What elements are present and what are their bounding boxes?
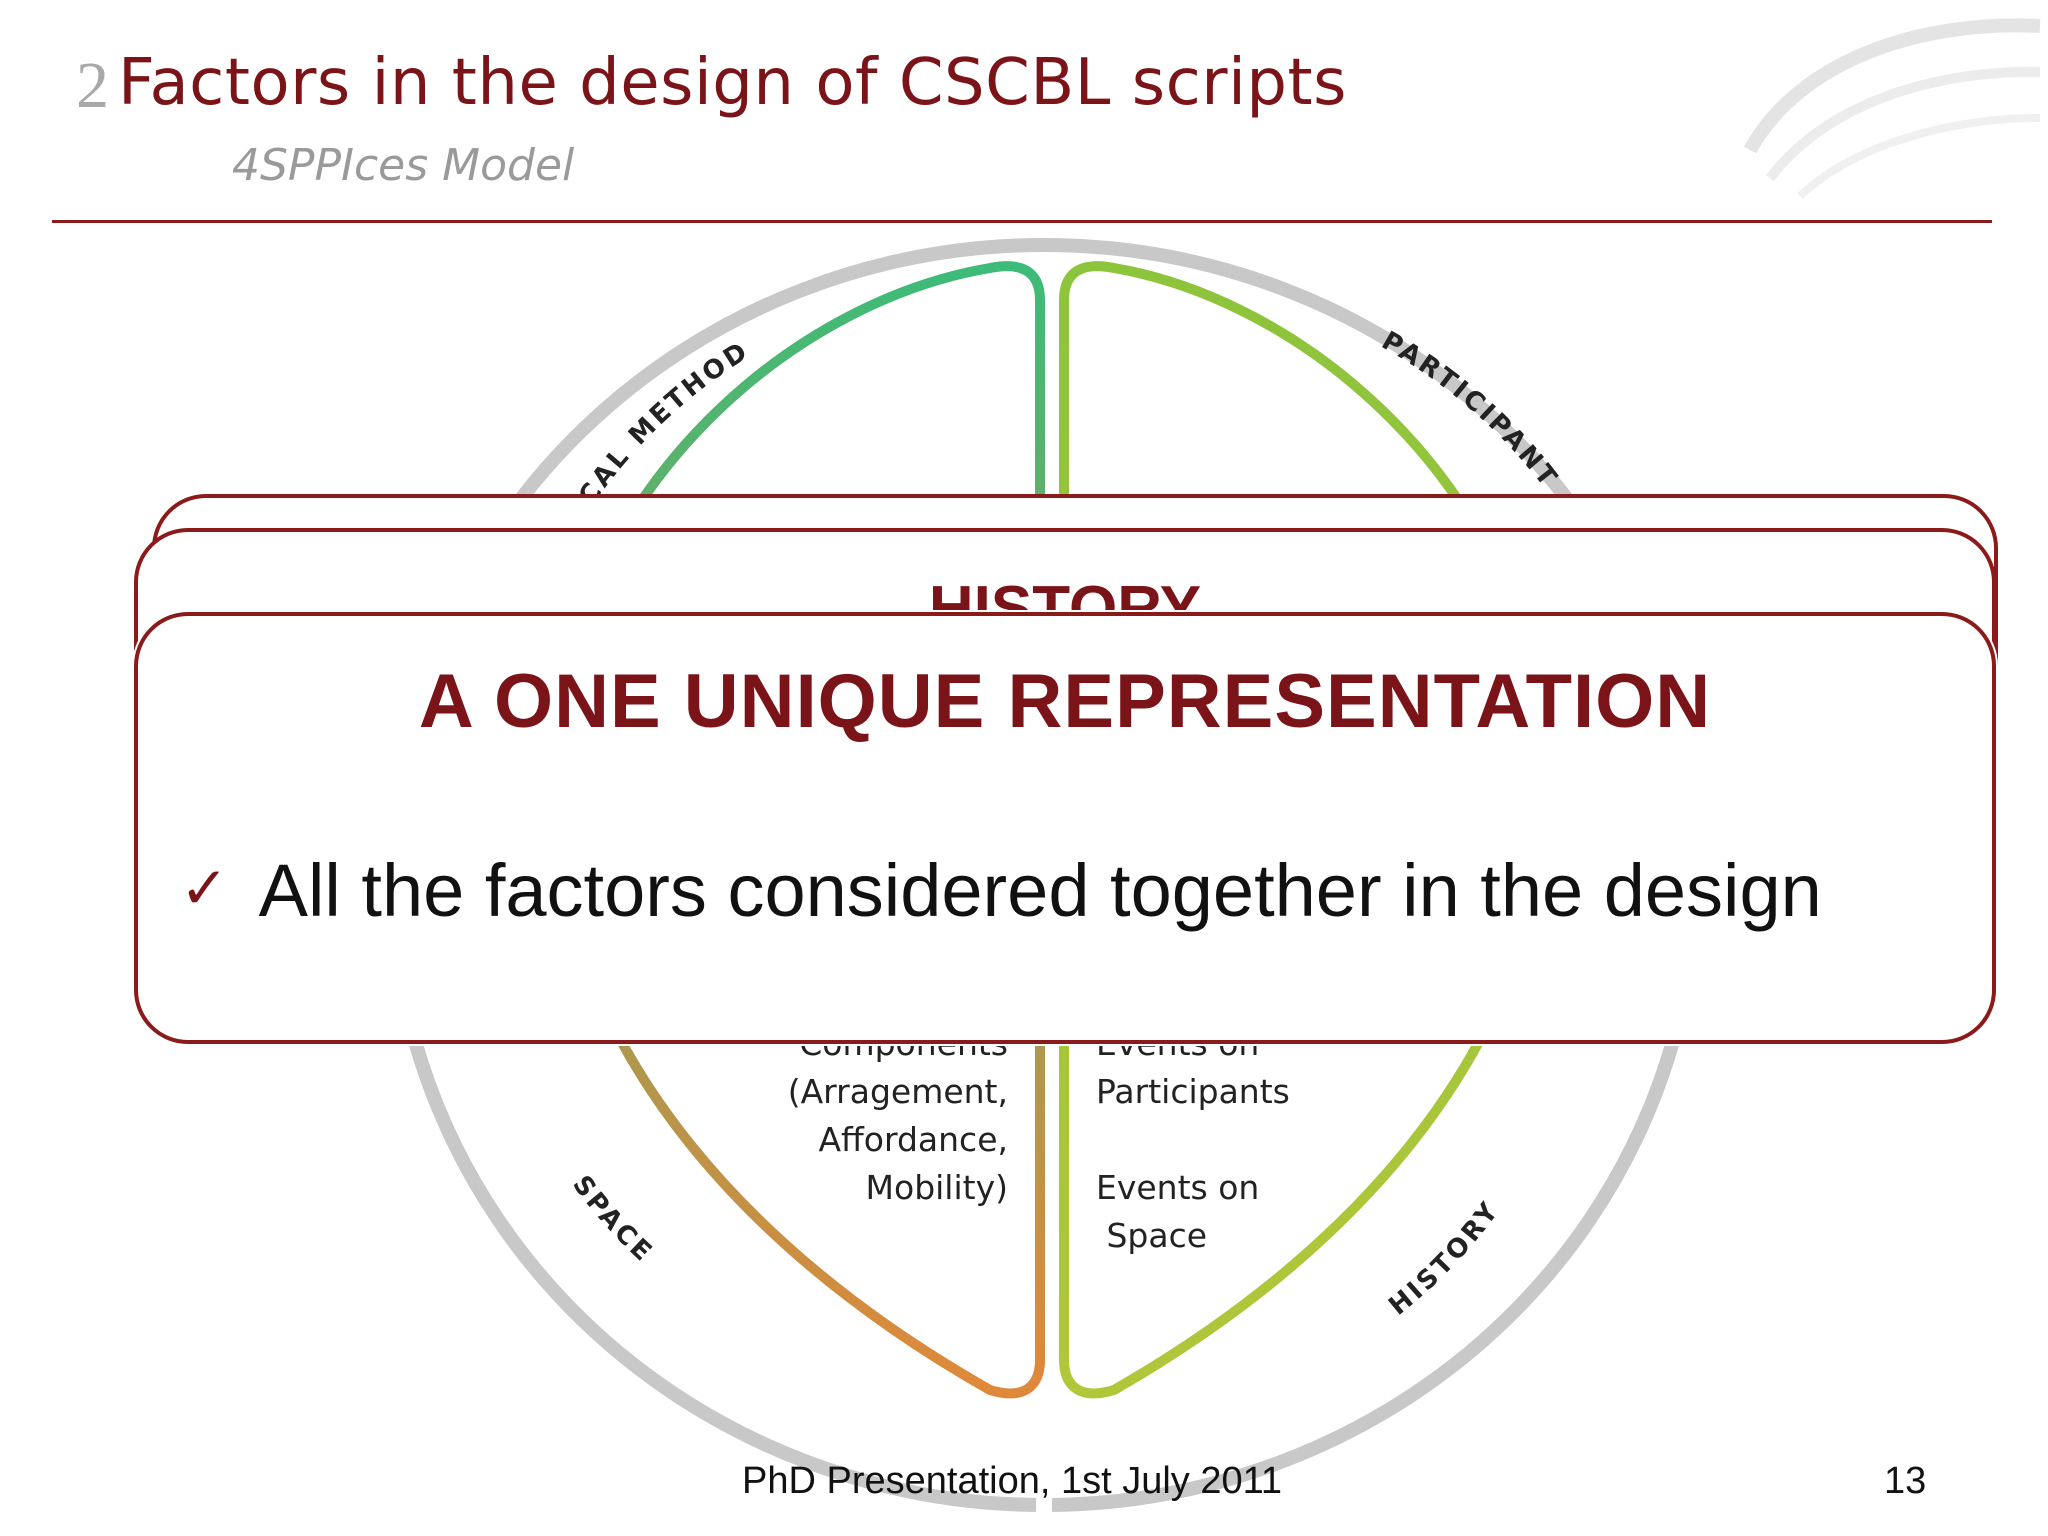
ring-label-participant: PARTICIPANT	[1377, 326, 1564, 494]
checkmark-icon: ✓	[180, 854, 229, 922]
history-text-line: Events on	[1096, 1168, 1260, 1207]
footer-text: PhD Presentation, 1st July 2011	[742, 1460, 1283, 1502]
page-number: 13	[1884, 1460, 1927, 1502]
overlay-card-front: A ONE UNIQUE REPRESENTATION ✓ All the fac…	[134, 612, 1996, 1044]
bullet-text: All the factors considered together in t…	[258, 849, 1822, 932]
history-text-line: Participants	[1096, 1072, 1290, 1111]
history-text-line: Space	[1096, 1216, 1208, 1255]
ring-label-space: SPACE	[566, 1170, 659, 1269]
overlay-card-history-title: HISTORY	[928, 576, 1202, 616]
history-text-line	[1096, 1116, 1456, 1164]
slide-subtitle: 4SPPIces Model	[232, 140, 575, 191]
space-text-line: (Arragement,	[787, 1072, 1008, 1111]
title-divider	[52, 220, 1992, 223]
space-text-line: Affordance,	[818, 1120, 1008, 1159]
overlay-card-bullet: ✓ All the factors considered together in …	[180, 848, 1822, 933]
decorative-swoosh-icon	[1743, 18, 2041, 199]
history-sector-text: Events on Participants Events on Space	[1096, 1020, 1456, 1260]
slide-section-number: 2	[76, 49, 109, 122]
space-text-line: Mobility)	[865, 1168, 1008, 1207]
space-sector-text: Components (Arragement, Affordance, Mobi…	[648, 1020, 1008, 1212]
slide-title: Factors in the design of CSCBL scripts	[118, 46, 1347, 120]
overlay-card-title: A ONE UNIQUE REPRESENTATION	[418, 659, 1712, 744]
